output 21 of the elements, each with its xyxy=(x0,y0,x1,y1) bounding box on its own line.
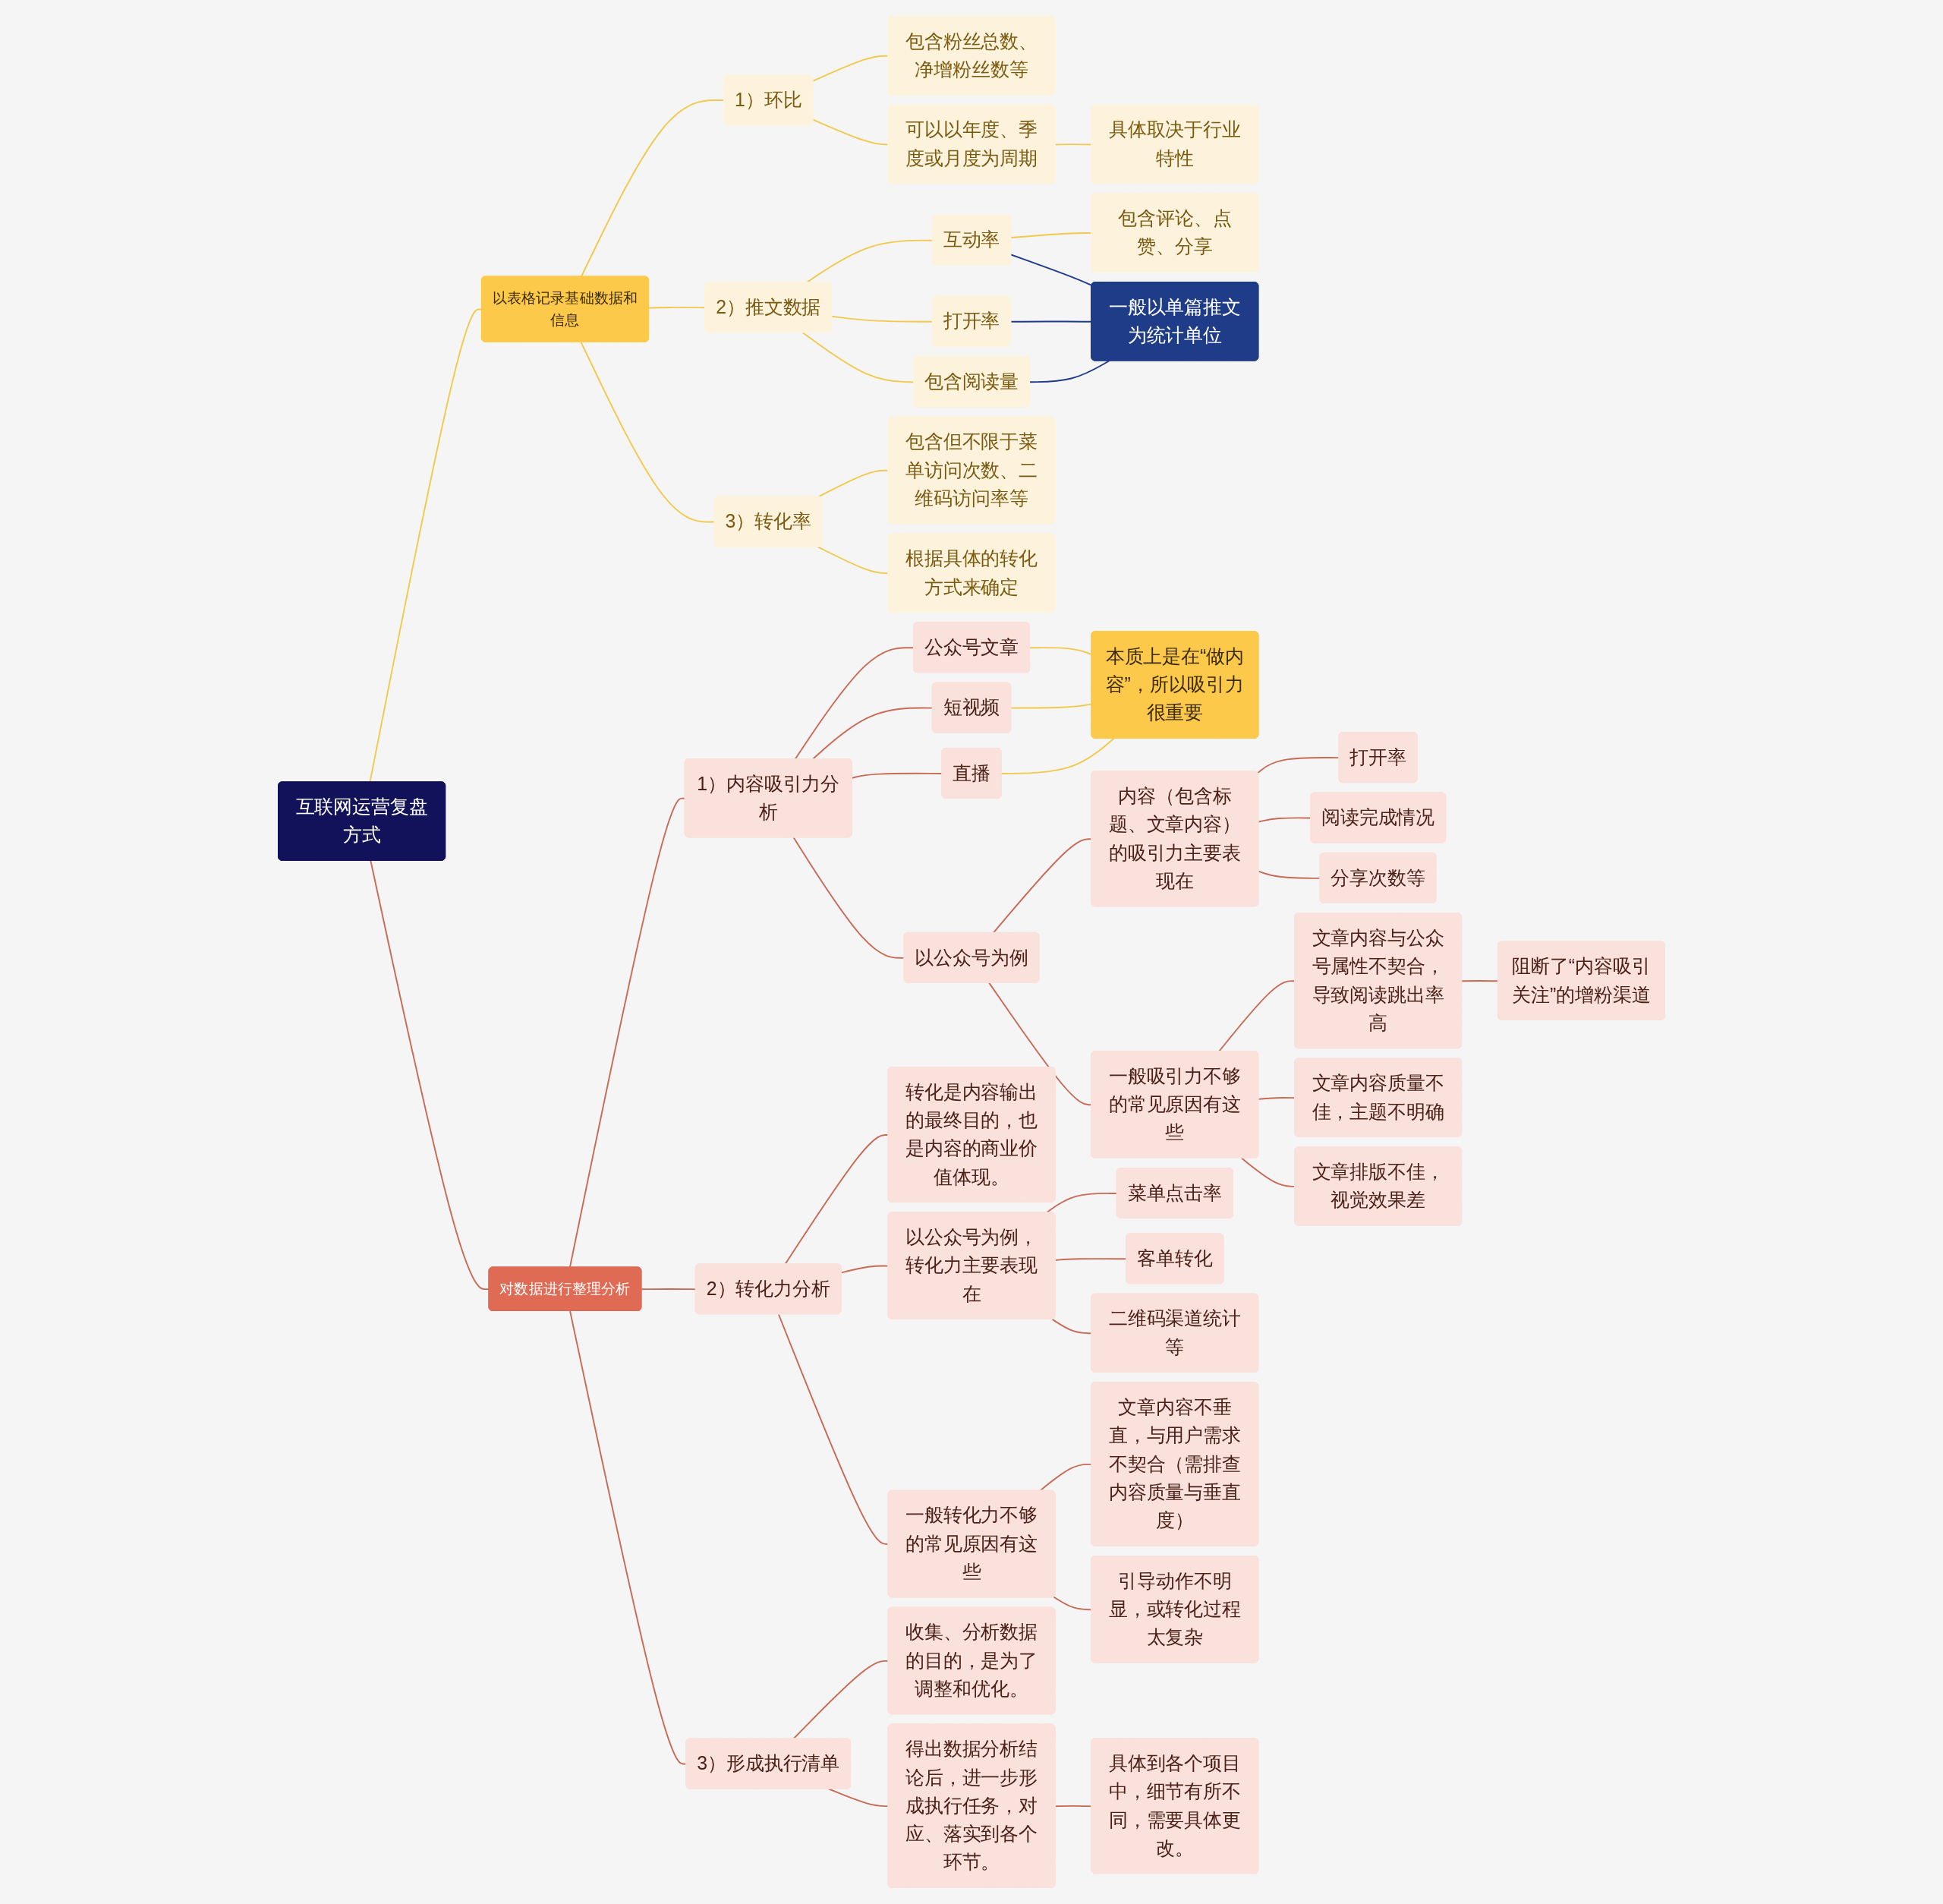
connector xyxy=(801,332,915,383)
connector xyxy=(828,1788,890,1808)
connector xyxy=(840,1265,890,1274)
connector xyxy=(1461,979,1499,982)
connector xyxy=(794,647,915,760)
connector xyxy=(1010,254,1093,286)
connector xyxy=(1029,360,1110,383)
connector xyxy=(817,469,890,498)
connector xyxy=(812,55,890,82)
connector xyxy=(812,118,890,146)
connector xyxy=(568,797,686,1269)
connector xyxy=(811,707,934,760)
connector xyxy=(580,341,716,523)
connector xyxy=(817,546,890,575)
connector xyxy=(792,837,905,959)
connector xyxy=(1258,870,1321,879)
connector xyxy=(792,1660,890,1740)
connector xyxy=(1000,737,1115,774)
connector xyxy=(641,1288,697,1291)
connector xyxy=(831,315,934,323)
connector xyxy=(777,1313,890,1545)
